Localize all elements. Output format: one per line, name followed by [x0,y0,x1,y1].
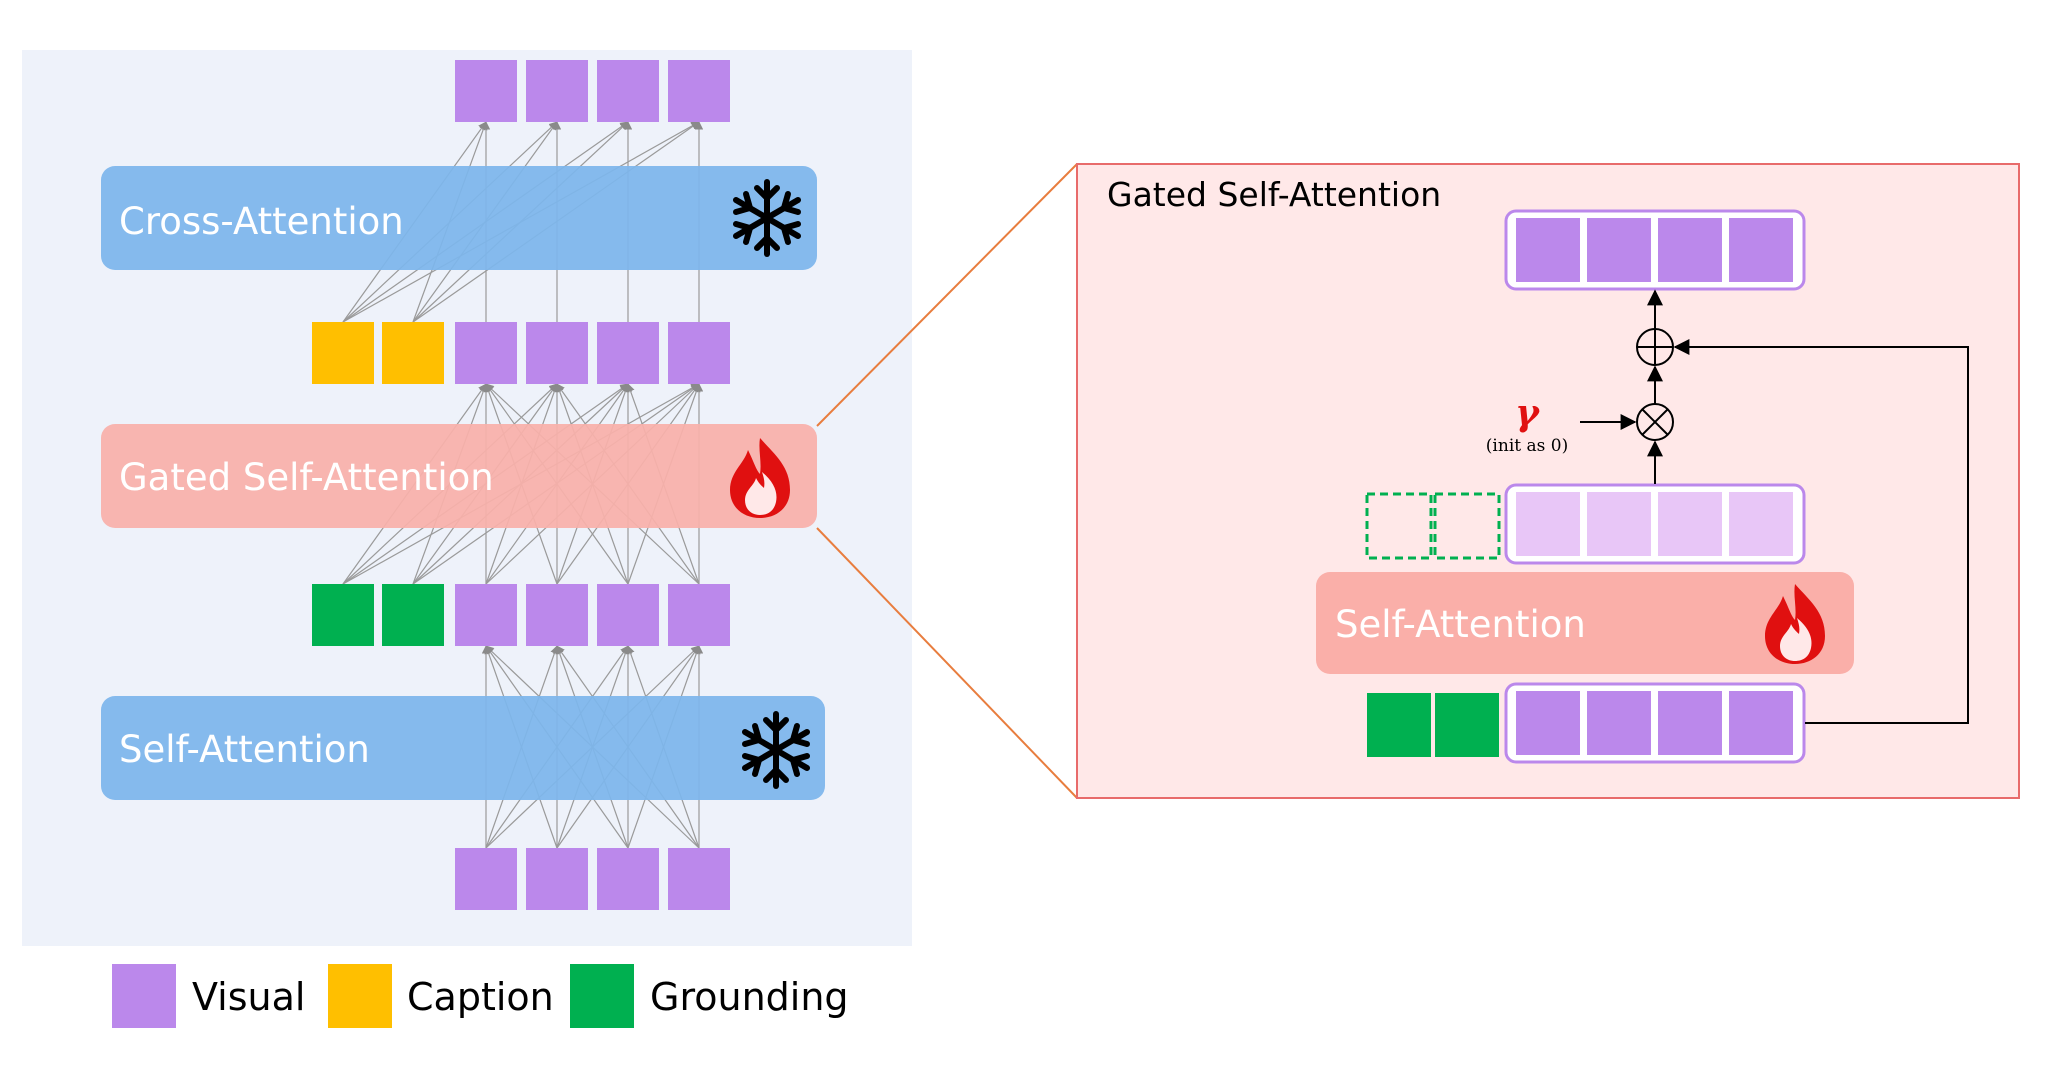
detail-self-attention-label: Self-Attention [1335,603,1586,646]
visual-token [455,848,517,910]
grounding-token [1367,693,1431,757]
visual-token [455,60,517,122]
legend-label-visual: Visual [192,975,305,1019]
visual-token [1516,218,1580,282]
visual-token [455,322,517,384]
visual-token [597,60,659,122]
visual-token [668,584,730,646]
detail-title: Gated Self-Attention [1107,175,1441,214]
faded-visual-token [1587,492,1651,556]
faded-visual-token [1729,492,1793,556]
multiply-cross-stroke [1641,408,1669,436]
cross-attention-label: Cross-Attention [119,200,404,243]
grounding-token [382,584,444,646]
legend-swatch-grounding [570,964,634,1028]
visual-token [1729,691,1793,755]
grounding-token [312,584,374,646]
dashed-grounding-placeholder [1433,492,1501,560]
detail-token-grid [1365,218,1793,757]
detail-self-attention-block [1316,572,1854,674]
legend-swatch-caption [328,964,392,1028]
legend-label-grounding: Grounding [650,975,849,1019]
cross-attention-block [101,166,817,270]
grounding-token [1435,693,1499,757]
token-grid [312,60,730,910]
visual-token [597,322,659,384]
visual-token [1587,691,1651,755]
visual-token [668,60,730,122]
legend: Visual Caption Grounding [112,964,849,1028]
visual-token [597,848,659,910]
gated-self-attention-label: Gated Self-Attention [119,456,494,499]
legend-label-caption: Caption [407,975,554,1019]
gamma-symbol: γ [1515,392,1541,434]
faded-visual-token [1658,492,1722,556]
visual-token [526,322,588,384]
visual-token [455,584,517,646]
visual-token [1658,691,1722,755]
visual-token [1516,691,1580,755]
visual-token [526,60,588,122]
visual-token [1587,218,1651,282]
visual-token [526,848,588,910]
dashed-grounding-placeholder [1365,492,1433,560]
faded-visual-token [1516,492,1580,556]
visual-token [668,322,730,384]
zoom-connector-line [816,163,1078,427]
visual-token [668,848,730,910]
visual-token [1729,218,1793,282]
residual-connection-arrow [1673,339,1969,724]
legend-swatch-visual [112,964,176,1028]
visual-token [526,584,588,646]
gated-self-attention-block [101,424,817,528]
gamma-init-note: (init as 0) [1486,436,1568,456]
caption-token [382,322,444,384]
visual-token [597,584,659,646]
zoom-connector-line [816,527,1078,799]
self-attention-label: Self-Attention [119,728,370,771]
visual-token [1658,218,1722,282]
self-attention-block [101,696,825,800]
caption-token [312,322,374,384]
